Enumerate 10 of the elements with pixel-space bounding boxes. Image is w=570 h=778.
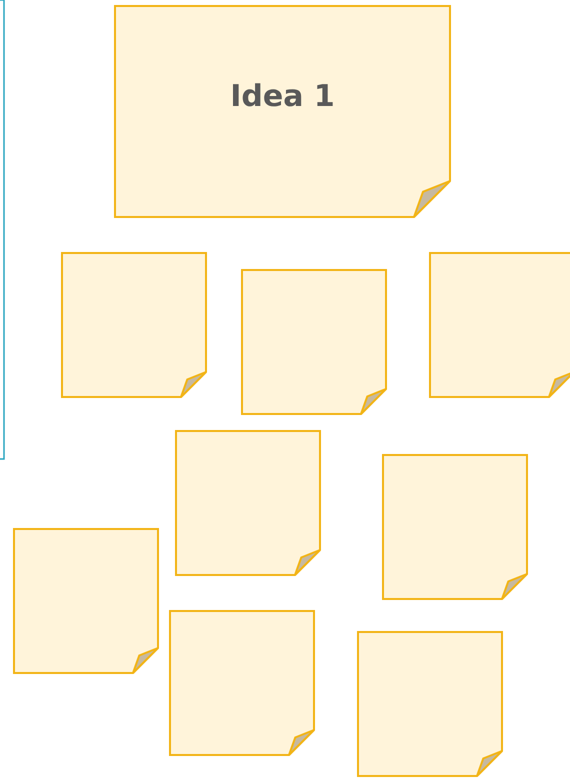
sticky-note xyxy=(383,455,527,599)
sticky-note xyxy=(14,529,158,673)
sticky-note xyxy=(170,611,314,755)
sticky-note xyxy=(242,270,386,414)
sticky-note xyxy=(430,253,570,397)
sticky-note xyxy=(62,253,206,397)
note-title: Idea 1 xyxy=(229,78,336,114)
sticky-note xyxy=(176,431,320,575)
sticky-note xyxy=(115,6,450,217)
sticky-note xyxy=(358,632,502,776)
